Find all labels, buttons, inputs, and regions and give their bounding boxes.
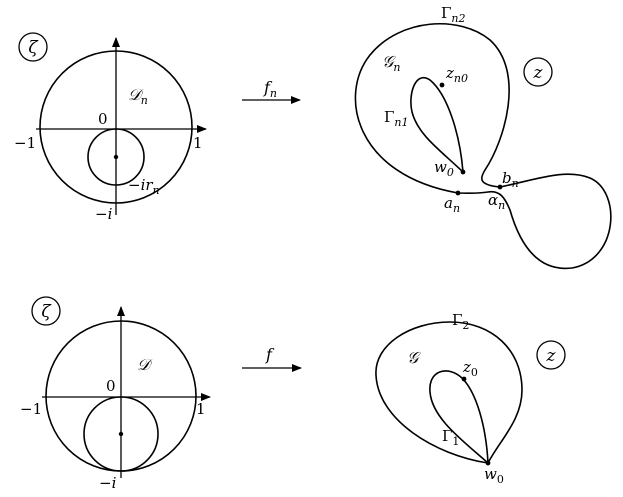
top-tip-point [439,82,445,88]
top-outer-curve-label: Γn2 [441,4,466,25]
top-zeta-badge-circle [18,32,48,62]
bottom-tip-point-label: z0 [462,358,478,379]
top-domain-label: 𝒟n [128,85,148,107]
top-map-label: fn [263,78,277,100]
bottom-cusp-point [485,460,491,466]
top-plus-one-label: 1 [193,134,203,152]
top-minus-one-label: −1 [14,134,36,152]
top-z-badge: z [533,63,544,83]
top-zeta-plane: ζ 𝒟n 0 −1 1 −i −irn [14,32,207,223]
bottom-cusp-label: w0 [484,465,504,486]
bottom-tip-point [461,376,467,382]
top-a-label: an [444,194,460,215]
top-cusp-point [460,169,466,175]
bottom-image-domain-label: 𝒢 [407,348,421,367]
top-z-plane: z Γn2 𝒢n zn0 Γn1 w0 bn an αn [354,4,612,270]
bottom-minus-i-label: −i [99,474,117,492]
top-inner-curve-label: Γn1 [384,108,409,129]
top-cusp-label: w0 [434,158,454,179]
top-tip-point-label: zn0 [445,64,468,85]
top-a-point [455,190,461,196]
top-origin-label: 0 [98,110,108,128]
bottom-z-plane: z Γ2 𝒢 z0 Γ1 w0 [375,311,566,486]
bottom-map-arrow: f [242,345,302,372]
top-alpha-label: αn [488,191,505,212]
top-map-arrow: fn [242,78,301,104]
bottom-zeta-plane: ζ 𝒟 0 −1 1 −i [20,296,211,492]
bottom-map-label: f [265,345,275,364]
top-b-point [497,184,503,190]
bottom-outer-curve [375,321,523,464]
bottom-z-badge: z [546,346,557,366]
bottom-plus-one-label: 1 [196,400,206,418]
top-inner-curve [410,77,464,173]
bottom-outer-curve-label: Γ2 [452,311,469,332]
top-image-domain-label: 𝒢n [382,52,401,74]
top-small-circle-label: −irn [128,176,160,197]
top-z-badge-circle [523,57,553,87]
bottom-z-badge-circle [536,340,566,370]
bottom-minus-one-label: −1 [20,400,42,418]
bottom-domain-label: 𝒟 [137,355,153,374]
bottom-zeta-badge: ζ [41,302,52,322]
top-minus-i-label: −i [95,205,113,223]
bottom-zeta-badge-circle [31,296,61,326]
bottom-inner-curve [429,370,489,464]
top-b-label: bn [502,169,519,190]
bottom-inner-curve-label: Γ1 [442,427,459,448]
bottom-origin-label: 0 [106,377,116,395]
top-zeta-badge: ζ [28,38,39,58]
